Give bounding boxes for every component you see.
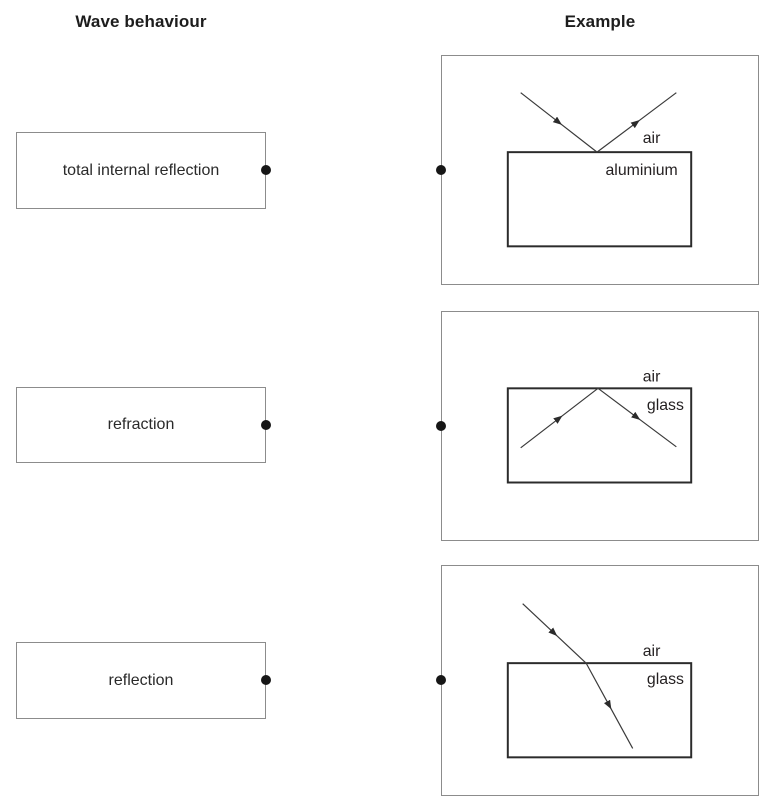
behaviour-box-refraction: refraction [16, 387, 266, 463]
connector-dot-reflection[interactable] [261, 675, 271, 685]
connector-dot-example-2[interactable] [436, 421, 446, 431]
example-box-1: air aluminium [441, 55, 759, 285]
example-box-2: air glass [441, 311, 759, 541]
example-diagram-2: air glass [506, 368, 693, 484]
column-header-example: Example [564, 12, 636, 31]
glass-block [506, 662, 693, 759]
connector-dot-total-internal-reflection[interactable] [261, 165, 271, 175]
example-box-3: air glass [441, 565, 759, 796]
connector-dot-example-3[interactable] [436, 675, 446, 685]
refracted-ray [585, 662, 634, 749]
medium-label-glass: glass [647, 397, 684, 414]
behaviour-label: reflection [108, 671, 174, 689]
incident-ray [522, 603, 587, 664]
reflected-ray [596, 92, 677, 153]
behaviour-box-total-internal-reflection: total internal reflection [16, 132, 266, 209]
medium-label-air: air [643, 643, 661, 660]
medium-label-glass: glass [647, 671, 684, 688]
connector-dot-refraction[interactable] [261, 420, 271, 430]
medium-label-air: air [643, 130, 661, 147]
behaviour-label: total internal reflection [62, 161, 220, 179]
behaviour-box-reflection: reflection [16, 642, 266, 719]
behaviour-label: refraction [107, 416, 175, 433]
incident-ray [520, 387, 599, 449]
column-header-wave-behaviour: Wave behaviour [75, 12, 207, 31]
medium-label-air: air [643, 368, 661, 385]
connector-dot-example-1[interactable] [436, 165, 446, 175]
incident-ray [520, 92, 598, 153]
medium-label-aluminium: aluminium [605, 162, 677, 179]
reflected-ray [597, 387, 677, 448]
aluminium-block [506, 151, 693, 248]
example-diagram-1: air aluminium [506, 92, 693, 248]
example-diagram-3: air glass [506, 603, 693, 759]
